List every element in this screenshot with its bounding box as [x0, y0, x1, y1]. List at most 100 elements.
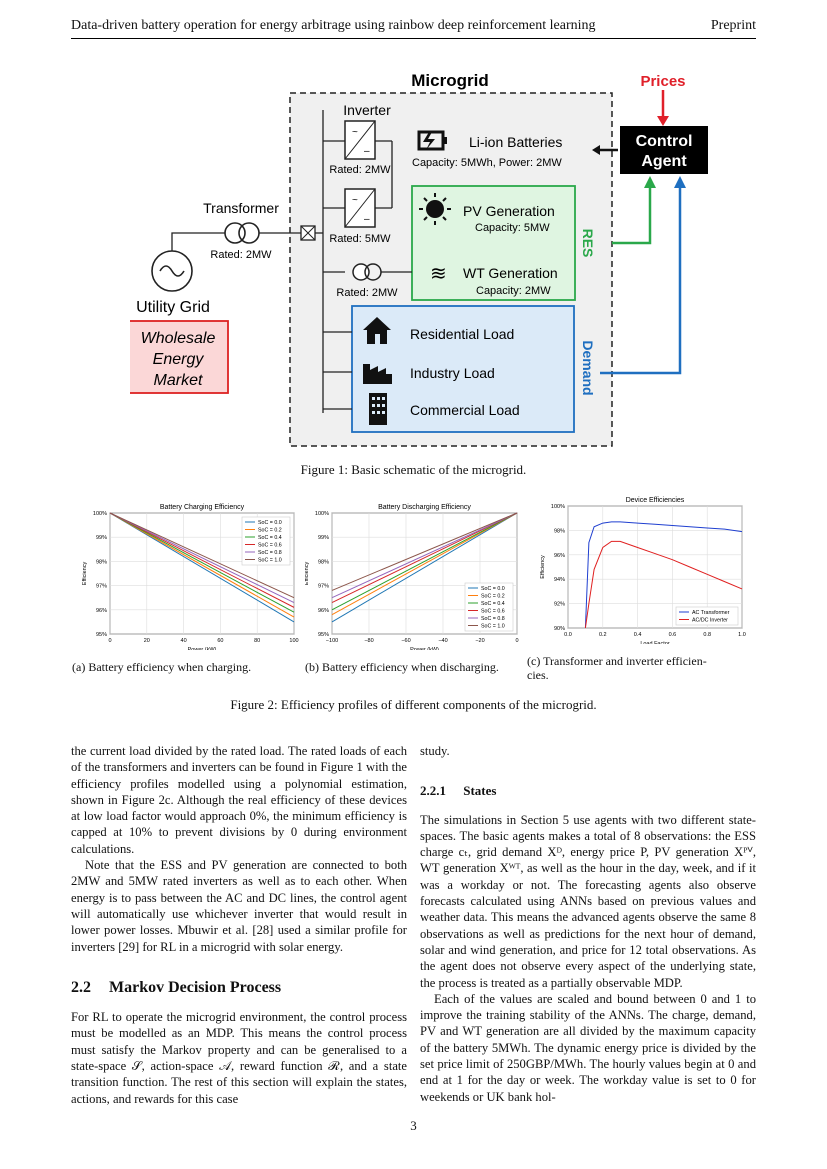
building-icon	[369, 393, 387, 425]
x-axis-label: Power (kW)	[188, 647, 217, 650]
x-tick-label: 0.6	[669, 632, 677, 638]
x-tick-label: 100	[289, 638, 298, 644]
control-agent-line1: Control	[636, 133, 693, 150]
legend-box	[464, 582, 514, 632]
legend-entry: SoC = 1.0	[258, 558, 282, 564]
x-tick-label: 20	[144, 638, 150, 644]
legend-entry: SoC = 0.4	[258, 535, 282, 541]
market-line1: Wholesale	[141, 330, 216, 347]
svg-text:–: –	[364, 146, 370, 157]
series-line	[331, 512, 518, 611]
svg-text:–: –	[364, 214, 370, 225]
header-title: Data-driven battery operation for energy…	[71, 18, 596, 33]
y-tick-label: 97%	[96, 584, 107, 590]
section-title: Markov Decision Process	[109, 978, 282, 996]
factory-icon	[363, 364, 392, 384]
microgrid-schematic: Microgrid Prices Control Agent Inverter …	[130, 71, 708, 447]
sun-icon	[426, 200, 444, 218]
pv-label: PV Generation	[463, 203, 555, 219]
control-agent-box	[620, 126, 708, 174]
subcaption-c-line2: cies.	[527, 668, 549, 682]
legend-entry: SoC = 0.0	[258, 520, 282, 526]
right-paragraph-1: The simulations in Section 5 use agents …	[420, 812, 756, 990]
house-icon	[363, 317, 391, 344]
series-line	[109, 512, 295, 608]
prices-label: Prices	[640, 73, 685, 90]
wt-capacity: Capacity: 2MW	[476, 285, 551, 297]
y-tick-label: 96%	[554, 553, 565, 559]
y-tick-label: 94%	[554, 577, 565, 583]
series-line	[331, 512, 518, 623]
x-tick-label: 40	[181, 638, 187, 644]
y-tick-label: 100%	[551, 504, 565, 510]
y-tick-label: 95%	[96, 632, 107, 638]
series-line	[584, 521, 743, 629]
legend-entry: SoC = 0.8	[258, 550, 282, 556]
demand-label: Demand	[580, 340, 596, 395]
series-line	[331, 512, 518, 591]
chart-title: Battery Discharging Efficiency	[378, 504, 471, 511]
transformer-label: Transformer	[203, 200, 279, 216]
y-tick-label: 98%	[554, 528, 565, 534]
right-column: study. 2.2.1 States The simulations in S…	[420, 743, 756, 1105]
chart-title: Device Efficiencies	[626, 497, 685, 504]
x-tick-label: 80	[254, 638, 260, 644]
wind-icon: ≋	[430, 263, 447, 285]
battery-label: Li-ion Batteries	[469, 134, 562, 150]
figure2-caption: Figure 2: Efficiency profiles of differe…	[230, 697, 597, 712]
y-axis-label: Efficiency	[305, 562, 310, 586]
y-tick-label: 96%	[318, 608, 329, 614]
left-paragraph-2: Note that the ESS and PV generation are …	[71, 858, 407, 954]
y-axis-label: Efficiency	[540, 555, 546, 579]
series-line	[109, 512, 295, 603]
y-tick-label: 98%	[96, 559, 107, 565]
series-line	[109, 512, 295, 623]
y-tick-label: 92%	[554, 602, 565, 608]
y-tick-label: 95%	[318, 632, 329, 638]
series-line	[109, 512, 295, 618]
subcaption-c: (c) Transformer and inverter efficien- c…	[527, 654, 751, 682]
legend-entry: SoC = 0.0	[481, 586, 505, 592]
legend-entry: SoC = 0.6	[258, 543, 282, 549]
industry-load: Industry Load	[410, 365, 495, 381]
subsection-title: States	[463, 783, 497, 799]
x-tick-label: 1.0	[738, 632, 746, 638]
commercial-load: Commercial Load	[410, 402, 520, 418]
legend-box	[675, 606, 739, 626]
legend-entry: AC Transformer	[692, 610, 730, 616]
x-tick-label: 0	[108, 638, 111, 644]
y-tick-label: 98%	[318, 559, 329, 565]
wt-label: WT Generation	[463, 265, 558, 281]
x-tick-label: −100	[326, 638, 338, 644]
market-line2: Energy	[153, 351, 205, 368]
series-line	[109, 512, 295, 613]
inverter-1-rating: Rated: 2MW	[329, 164, 391, 176]
legend-entry: SoC = 0.2	[258, 528, 282, 534]
control-agent-line2: Agent	[641, 153, 687, 170]
residential-load: Residential Load	[410, 326, 514, 342]
x-axis-label: Load Factor	[640, 641, 670, 644]
legend-entry: AC/DC Inverter	[692, 618, 728, 624]
legend-entry: SoC = 1.0	[481, 624, 505, 630]
series-line	[331, 512, 518, 616]
x-tick-label: −60	[401, 638, 410, 644]
demand-box	[351, 305, 575, 433]
subcaption-c-line1: (c) Transformer and inverter efficien-	[527, 654, 707, 668]
left-paragraph-3: For RL to operate the microgrid environm…	[71, 1010, 407, 1106]
svg-text:~: ~	[352, 195, 358, 206]
subcaption-b: (b) Battery efficiency when discharging.	[305, 660, 499, 674]
section-number: 2.2	[71, 978, 91, 996]
res-label: RES	[580, 229, 596, 258]
legend-entry: SoC = 0.6	[481, 609, 505, 615]
x-tick-label: 0.4	[634, 632, 642, 638]
subcaption-a: (a) Battery efficiency when charging.	[72, 660, 252, 674]
right-paragraph-2: Each of the values are scaled and bound …	[420, 991, 756, 1104]
battery-capacity: Capacity: 5MWh, Power: 2MW	[412, 157, 562, 169]
header-tag: Preprint	[710, 18, 756, 33]
running-header: Data-driven battery operation for energy…	[71, 18, 756, 39]
x-tick-label: 60	[217, 638, 223, 644]
y-tick-label: 99%	[318, 535, 329, 541]
